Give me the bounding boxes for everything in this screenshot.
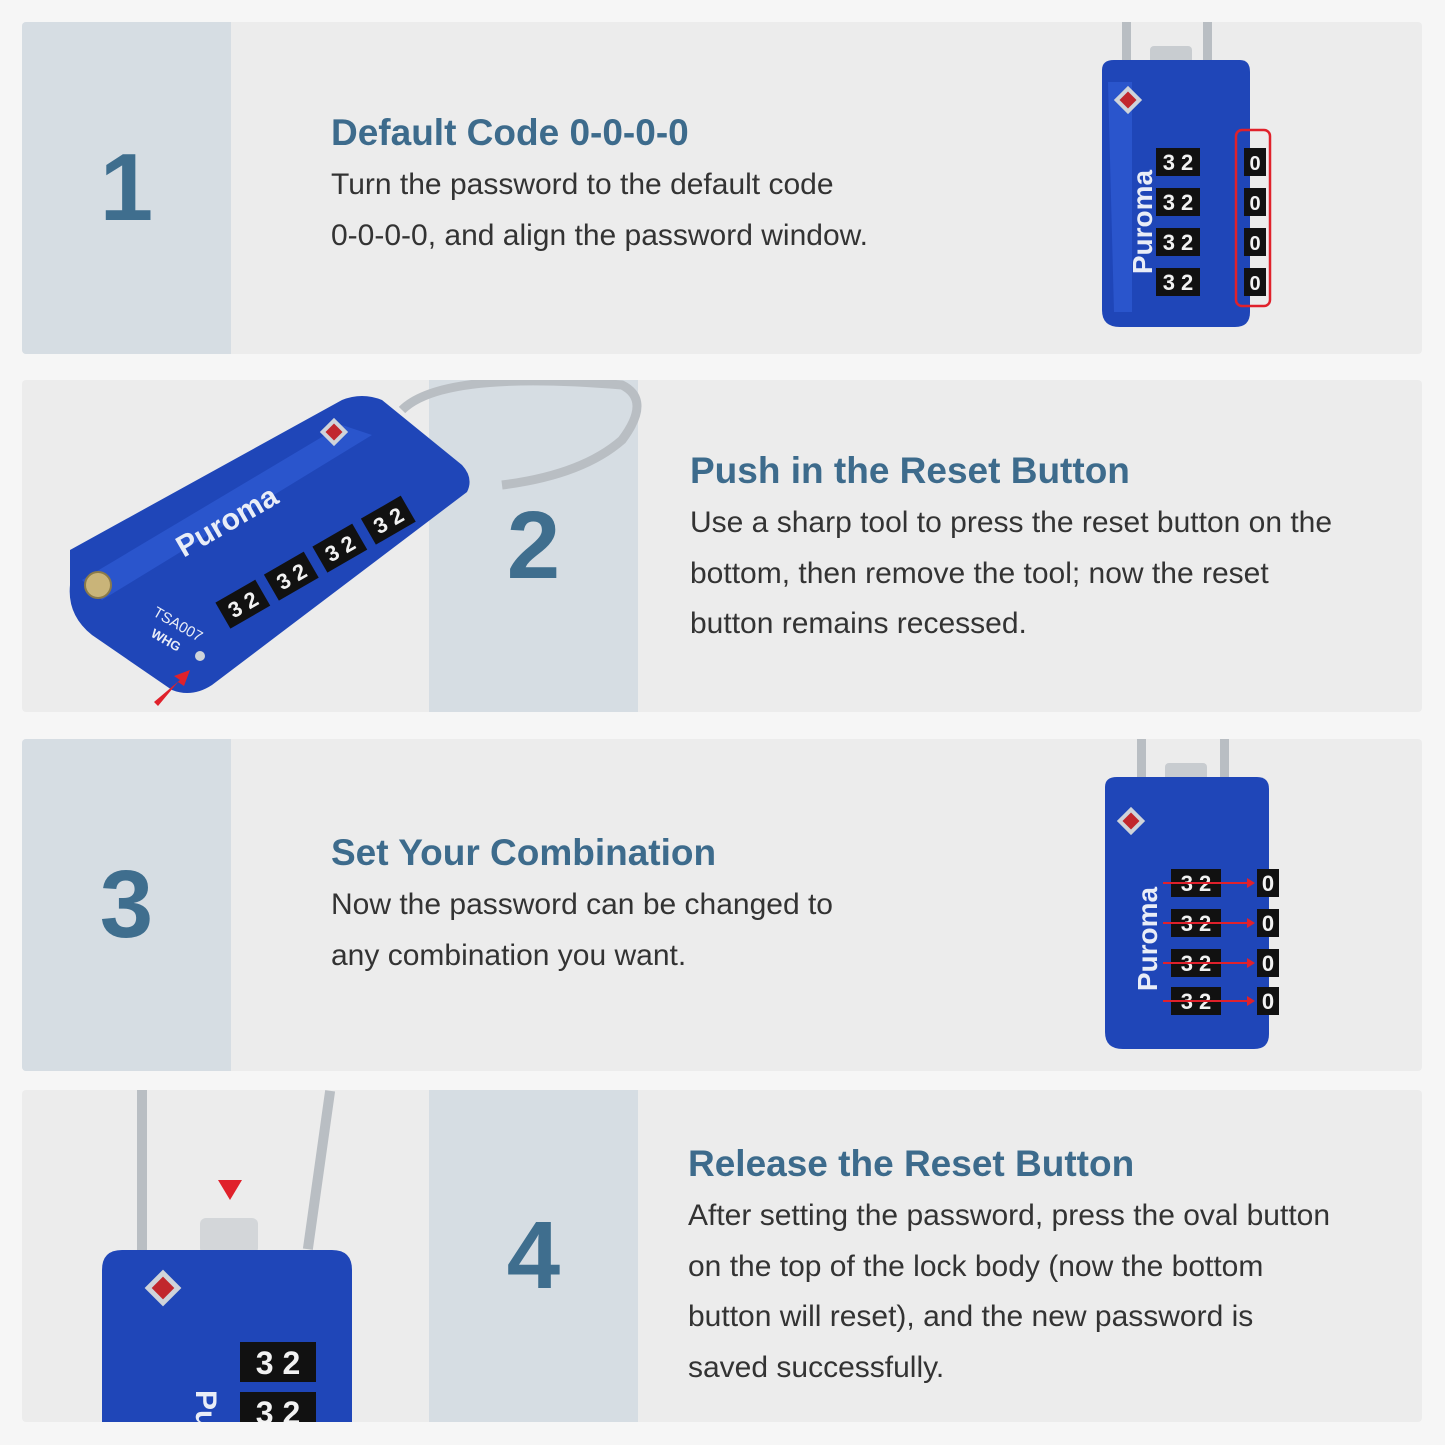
step-2-panel: 2 Puroma 3 2 3 2 3 2 3 2 TSA007 WHG Push… xyxy=(22,380,1422,712)
lock-combination-image: Puroma 3 2 3 2 3 2 3 2 0 0 0 0 xyxy=(1105,739,1279,1049)
step-3-text: Set Your Combination Now the password ca… xyxy=(331,832,833,981)
dial-zero-1: 0 xyxy=(1249,153,1260,175)
dial-zero-4: 0 xyxy=(1249,273,1260,295)
step-4-line-3: button will reset), and the new password… xyxy=(688,1300,1254,1333)
step-3-panel: 3 Set Your Combination Now the password … xyxy=(22,739,1422,1071)
press-arrow-icon xyxy=(218,1148,242,1200)
step-3-description: Now the password can be changed to any c… xyxy=(331,880,833,981)
step-1-line-1: Turn the password to the default code xyxy=(331,168,834,201)
step-1-title: Default Code 0-0-0-0 xyxy=(331,112,689,153)
step-2-line-1: Use a sharp tool to press the reset butt… xyxy=(690,506,1333,539)
step-3-line-1: Now the password can be changed to xyxy=(331,888,833,921)
lock-brand-label-3: Puroma xyxy=(1132,886,1163,991)
step-3-title: Set Your Combination xyxy=(331,832,717,873)
step-2-text: Push in the Reset Button Use a sharp too… xyxy=(690,450,1332,650)
dial-zero-3: 0 xyxy=(1249,233,1260,255)
step-4-description: After setting the password, press the ov… xyxy=(688,1191,1330,1393)
combo-dial-zero-3: 0 xyxy=(1262,951,1274,976)
dial-pair-4: 3 2 xyxy=(1163,270,1194,295)
dial-zero-2: 0 xyxy=(1249,193,1260,215)
step-1-description: Turn the password to the default code 0-… xyxy=(331,160,868,261)
step-4-number: 4 xyxy=(506,1202,561,1309)
lock-angled-image: Puroma 3 2 3 2 3 2 3 2 TSA007 WHG xyxy=(69,380,642,706)
step-3-line-2: any combination you want. xyxy=(331,938,687,972)
dial-column-left xyxy=(1156,148,1200,296)
step-1-line-2: 0-0-0-0, and align the password window. xyxy=(331,218,868,252)
password-window-highlight xyxy=(1234,128,1272,308)
combo-dial-zero-1: 0 xyxy=(1262,871,1274,896)
lock-brand-label-4: Puroma xyxy=(189,1390,222,1422)
combo-dial-zero-2: 0 xyxy=(1262,911,1274,936)
step-4-line-1: After setting the password, press the ov… xyxy=(688,1199,1331,1232)
top-dial-pair-1: 3 2 xyxy=(256,1345,300,1381)
step-1-number-column: 1 xyxy=(22,22,231,354)
lock-top-image: Puroma 3 2 3 2 xyxy=(102,1090,352,1422)
lock-front-image: Puroma 3 2 3 2 3 2 3 2 0 0 0 0 xyxy=(1102,22,1272,327)
combo-dial-zero-4: 0 xyxy=(1262,989,1274,1014)
arrow-icon xyxy=(154,670,190,706)
oval-button xyxy=(200,1218,258,1254)
step-2-description: Use a sharp tool to press the reset butt… xyxy=(690,498,1332,650)
dial-pair-1: 3 2 xyxy=(1163,150,1194,175)
step-4-panel: 4 Puroma 3 2 3 2 Release the Reset Butto… xyxy=(22,1090,1422,1422)
step-4-text: Release the Reset Button After setting t… xyxy=(688,1143,1330,1393)
step-1-text: Default Code 0-0-0-0 Turn the password t… xyxy=(331,112,868,261)
step-2-number: 2 xyxy=(506,492,561,599)
step-4-line-2: on the top of the lock body (now the bot… xyxy=(688,1249,1264,1283)
rotate-arrows xyxy=(1163,882,1247,1002)
step-4-line-4: saved successfully. xyxy=(688,1350,945,1384)
step-2-line-3: button remains recessed. xyxy=(690,607,1027,640)
step-2-number-column: 2 xyxy=(429,380,638,712)
reset-button xyxy=(195,651,205,661)
step-3-number-column: 3 xyxy=(22,739,231,1071)
step-4-title: Release the Reset Button xyxy=(688,1143,1135,1184)
lock-brand-label: Puroma xyxy=(1127,169,1158,274)
step-4-number-column: 4 xyxy=(429,1090,638,1422)
top-dial-pair-2: 3 2 xyxy=(256,1395,300,1422)
step-1-panel: 1 Default Code 0-0-0-0 Turn the password… xyxy=(22,22,1422,354)
step-2-line-2: bottom, then remove the tool; now the re… xyxy=(690,556,1269,590)
step-1-number: 1 xyxy=(99,134,154,241)
dial-pair-3: 3 2 xyxy=(1163,230,1194,255)
step-2-title: Push in the Reset Button xyxy=(690,450,1130,491)
step-3-number: 3 xyxy=(99,851,154,958)
dial-pair-2: 3 2 xyxy=(1163,190,1194,215)
